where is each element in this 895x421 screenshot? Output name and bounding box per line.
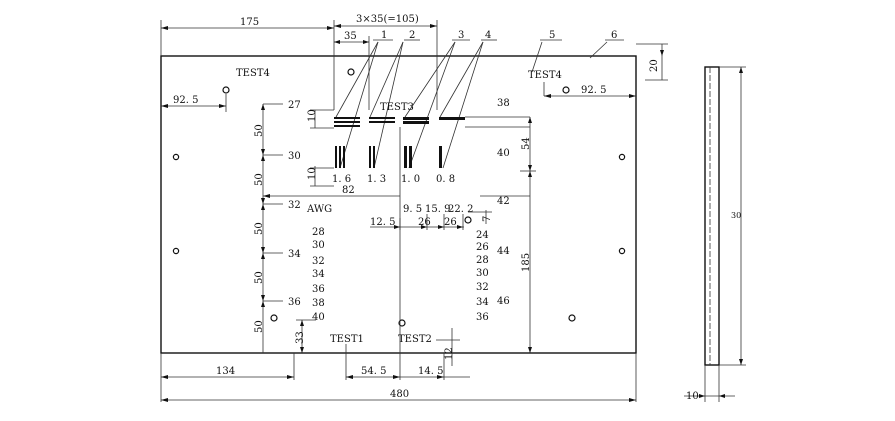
callout-4: 4 [485,30,491,41]
dim-15-9: 15. 9 [425,204,450,215]
dim-10-side: 10 [686,391,699,402]
scale-32: 32 [288,200,301,211]
mount-hole [618,153,626,161]
dim-9-5: 9. 5 [403,204,422,215]
label-test1: TEST1 [330,334,364,345]
right-46: 46 [497,296,510,307]
mount-hole [270,314,278,322]
awg-right-26: 26 [476,242,489,253]
awg-right-34: 34 [476,297,489,308]
dim-92-5-left: 92. 5 [173,95,198,106]
label-test4-right: TEST4 [528,70,562,81]
dim-175: 175 [240,17,259,28]
mount-hole [172,247,180,255]
right-44: 44 [497,246,510,257]
mount-hole [568,314,576,322]
dim-92-5-right: 92. 5 [581,85,606,96]
dim-480: 480 [390,389,409,400]
awg-left-30: 30 [312,240,325,251]
callout-1: 1 [381,30,387,41]
dim-10-top: 10 [307,109,318,122]
dim-33: 33 [295,331,306,344]
right-40: 40 [497,148,510,159]
dim-26-a: 26 [418,217,431,228]
right-38: 38 [497,98,510,109]
callout-6: 6 [611,30,617,41]
label-test3: TEST3 [380,102,414,113]
awg-left-38: 38 [312,298,325,309]
main-plate [160,55,637,354]
dim-14-5: 14. 5 [418,366,443,377]
label-gauge-0-8: 0. 8 [436,174,455,185]
awg-right-32: 32 [476,282,489,293]
mount-hole [347,68,355,76]
awg-right-28: 28 [476,255,489,266]
horizontal-pads [334,117,465,127]
dim-3x35: 3×35(=105) [356,14,419,25]
dim-12: 12 [444,347,455,360]
label-test2: TEST2 [398,334,432,345]
dim-82: 82 [342,185,355,196]
scale-30: 30 [288,151,301,162]
mount-hole [562,86,570,94]
label-gauge-1-3: 1. 3 [367,174,386,185]
dim-22-2: 22. 2 [448,204,473,215]
dim-26-b: 26 [444,217,457,228]
awg-left-34: 34 [312,269,325,280]
label-test4-left: TEST4 [236,68,270,79]
dim-54-5: 54. 5 [361,366,386,377]
dim-20: 20 [649,59,660,72]
scale-36: 36 [288,297,301,308]
awg-right-36: 36 [476,312,489,323]
dim-30: 30 [731,211,741,220]
scale-27: 27 [288,100,301,111]
callout-2: 2 [409,30,415,41]
dim-50-5: 50 [254,320,265,333]
left-scale-ticks [261,103,283,307]
dim-134: 134 [216,366,235,377]
dim-185: 185 [521,253,532,272]
awg-right-24: 24 [476,230,489,241]
mount-hole [398,319,406,327]
mount-hole [222,86,230,94]
label-gauge-1-6: 1. 6 [332,174,351,185]
callout-3: 3 [458,30,464,41]
awg-left-28: 28 [312,227,325,238]
callout-5: 5 [549,30,555,41]
dim-10-bottom: 10 [307,167,318,180]
awg-left-40: 40 [312,312,325,323]
label-gauge-1-0: 1. 0 [401,174,420,185]
vertical-pads [335,146,442,168]
scale-34: 34 [288,249,301,260]
awg-left-36: 36 [312,284,325,295]
side-view-plate [704,66,720,366]
dim-54: 54 [521,137,532,150]
dim-50-4: 50 [254,271,265,284]
awg-right-30: 30 [476,268,489,279]
dim-35: 35 [344,31,357,42]
dim-7: 7 [482,216,493,222]
mount-hole [172,153,180,161]
mount-hole [464,216,472,224]
mount-hole [618,247,626,255]
dim-12-5: 12. 5 [370,217,395,228]
awg-left-32: 32 [312,256,325,267]
dim-50-3: 50 [254,222,265,235]
dim-50-2: 50 [254,173,265,186]
dim-50-1: 50 [254,124,265,137]
right-42: 42 [497,196,510,207]
label-awg: AWG [306,204,332,215]
